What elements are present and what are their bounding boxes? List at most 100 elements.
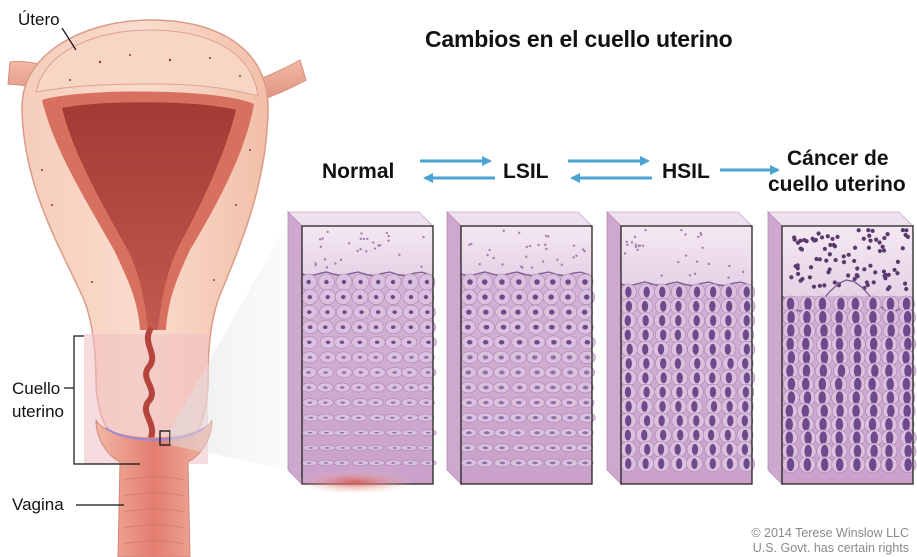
cell-nucleus — [534, 279, 540, 285]
cell-nucleus — [660, 372, 666, 383]
stroma-dot — [882, 236, 886, 240]
cell-nucleus — [870, 324, 878, 337]
cell-nucleus — [625, 287, 631, 298]
cell-nucleus — [357, 386, 361, 389]
cell-nucleus — [853, 458, 861, 471]
cell-nucleus — [853, 351, 861, 364]
cell-nucleus — [727, 415, 733, 426]
stroma-dot — [824, 259, 828, 263]
cell-nucleus — [467, 279, 473, 285]
stroma-dot — [823, 247, 827, 251]
cell-nucleus — [466, 401, 472, 405]
cell-nucleus — [551, 416, 557, 419]
stroma-dot — [387, 239, 389, 241]
stroma-dot — [348, 242, 350, 244]
cell-nucleus — [821, 351, 829, 364]
stroma-dot — [822, 283, 826, 287]
cell-nucleus — [725, 344, 731, 355]
cell-nucleus — [516, 401, 522, 405]
copyright-line1: © 2014 Terese Winslow LLC — [751, 526, 909, 540]
cell-nucleus — [710, 444, 716, 455]
cell-nucleus — [392, 310, 396, 314]
label-cuello-line1: Cuello — [12, 379, 60, 399]
stroma-dot — [677, 261, 679, 263]
cell-nucleus — [467, 416, 473, 419]
cell-nucleus — [324, 432, 328, 434]
stage-hsil: HSIL — [662, 160, 710, 184]
cell-nucleus — [869, 458, 877, 471]
stroma-dot — [881, 245, 885, 249]
cell-nucleus — [788, 391, 796, 404]
cell-nucleus — [885, 364, 893, 377]
stroma-dot — [326, 266, 328, 268]
cell-nucleus — [885, 338, 893, 351]
cell-nucleus — [567, 446, 573, 449]
cell-nucleus — [582, 446, 588, 449]
cell-nucleus — [694, 372, 700, 383]
cell-nucleus — [626, 358, 632, 369]
cell-nucleus — [676, 387, 682, 398]
block-top-face — [607, 212, 752, 226]
cell-nucleus — [359, 310, 363, 314]
cell-nucleus — [425, 280, 429, 284]
cell-nucleus — [819, 418, 827, 431]
stroma-dot — [422, 236, 424, 238]
cell-nucleus — [392, 432, 396, 434]
cell-nucleus — [786, 431, 794, 444]
stroma-dot — [501, 263, 503, 265]
cell-nucleus — [885, 445, 893, 458]
cell-nucleus — [675, 358, 681, 369]
cell-nucleus — [342, 371, 346, 374]
cell-nucleus — [566, 386, 572, 390]
cell-nucleus — [483, 386, 489, 390]
cell-nucleus — [870, 405, 878, 418]
stroma-dot — [882, 269, 886, 273]
cell-nucleus — [407, 371, 411, 374]
cell-nucleus — [342, 310, 346, 314]
stroma-dot — [792, 235, 796, 239]
cell-nucleus — [804, 431, 812, 444]
cell-nucleus — [407, 341, 411, 344]
cell-nucleus — [677, 430, 683, 441]
cell-nucleus — [308, 325, 312, 329]
cell-nucleus — [565, 279, 571, 285]
cell-nucleus — [408, 417, 412, 419]
cell-nucleus — [376, 310, 380, 314]
cell-nucleus — [803, 311, 811, 324]
stroma-dot — [816, 231, 820, 235]
cell-nucleus — [821, 458, 829, 471]
stroma-dot — [818, 284, 822, 288]
cell-nucleus — [644, 444, 650, 455]
stroma-dot — [820, 235, 824, 239]
cell-nucleus — [358, 401, 362, 403]
cell-nucleus — [852, 405, 860, 418]
cell-nucleus — [742, 415, 748, 426]
cell-nucleus — [307, 341, 311, 344]
stage-arrows — [420, 161, 778, 178]
cell-nucleus — [358, 356, 362, 359]
stroma-dot — [544, 244, 546, 246]
stroma-dot — [808, 275, 812, 279]
cell-nucleus — [465, 325, 471, 330]
cell-nucleus — [307, 386, 311, 389]
cell-nucleus — [341, 356, 345, 359]
cell-nucleus — [517, 340, 523, 345]
cell-nucleus — [886, 378, 894, 391]
cell-nucleus — [306, 371, 310, 374]
cell-nucleus — [392, 371, 396, 374]
cell-nucleus — [375, 386, 379, 389]
stroma-dot — [626, 244, 628, 246]
cell-nucleus — [726, 372, 732, 383]
cell-nucleus — [308, 356, 312, 359]
cell-nucleus — [786, 338, 794, 351]
cell-nucleus — [694, 358, 700, 369]
cell-nucleus — [409, 325, 413, 329]
cell-nucleus — [887, 324, 895, 337]
cell-nucleus — [375, 341, 379, 344]
cell-nucleus — [391, 341, 395, 344]
stroma-dot — [468, 244, 470, 246]
cell-nucleus — [869, 418, 877, 431]
stroma-dot — [873, 270, 877, 274]
cell-nucleus — [904, 311, 912, 324]
cell-nucleus — [359, 371, 363, 374]
